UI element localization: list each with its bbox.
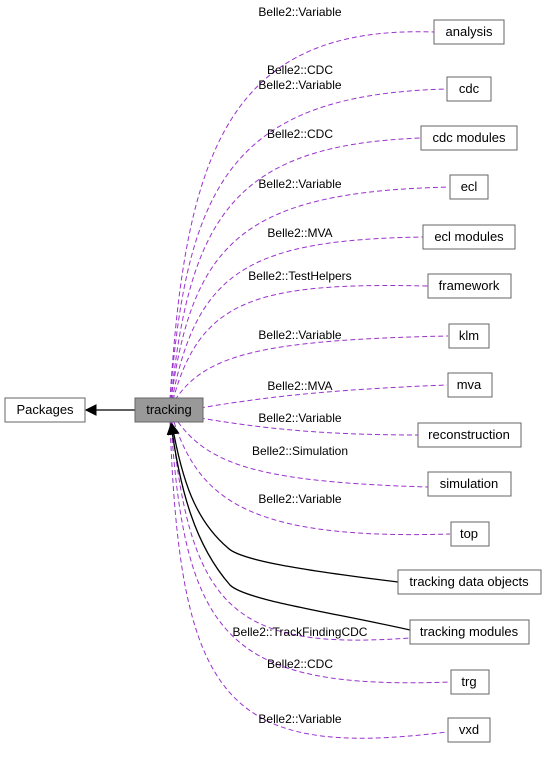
label-cdc-1: Belle2::CDC xyxy=(267,63,333,77)
label-tracking-modules: Belle2::TrackFindingCDC xyxy=(233,625,368,639)
edge-tracking-data-objects xyxy=(168,422,399,583)
node-tracking-label: tracking xyxy=(146,402,192,417)
node-tracking[interactable]: tracking xyxy=(134,397,204,423)
edge-klm xyxy=(174,335,449,401)
node-tracking-data-objects[interactable]: tracking data objects xyxy=(397,569,542,595)
node-analysis[interactable]: analysis xyxy=(433,19,505,45)
structure-edges xyxy=(84,404,411,631)
node-top-label: top xyxy=(460,526,478,541)
edge-trg xyxy=(170,421,452,684)
edge-labels: Belle2::Variable Belle2::CDC Belle2::Var… xyxy=(233,5,368,726)
label-ecl: Belle2::Variable xyxy=(258,177,341,191)
edge-vxd xyxy=(169,421,448,739)
node-vxd[interactable]: vxd xyxy=(447,717,491,743)
label-reconstruction: Belle2::Variable xyxy=(258,411,341,425)
node-packages[interactable]: Packages xyxy=(4,397,86,423)
label-top: Belle2::Variable xyxy=(258,492,341,506)
node-cdc[interactable]: cdc xyxy=(446,76,492,102)
node-top[interactable]: top xyxy=(450,521,490,547)
node-ecl-label: ecl xyxy=(461,179,478,194)
node-tracking-modules-label: tracking modules xyxy=(420,624,519,639)
edge-cdc xyxy=(169,88,447,401)
edge-reconstruction xyxy=(199,417,419,436)
edge-tracking-modules-dep xyxy=(171,421,411,641)
label-trg: Belle2::CDC xyxy=(267,657,333,671)
node-simulation[interactable]: simulation xyxy=(427,471,512,497)
label-cdc-2: Belle2::Variable xyxy=(258,78,341,92)
label-vxd: Belle2::Variable xyxy=(258,712,341,726)
label-analysis: Belle2::Variable xyxy=(258,5,341,19)
node-mva[interactable]: mva xyxy=(447,372,493,398)
node-packages-label: Packages xyxy=(16,402,74,417)
label-simulation: Belle2::Simulation xyxy=(252,444,348,458)
label-ecl-modules: Belle2::MVA xyxy=(267,226,332,240)
label-klm: Belle2::Variable xyxy=(258,328,341,342)
node-trg-label: trg xyxy=(461,674,476,689)
label-framework: Belle2::TestHelpers xyxy=(248,269,351,283)
node-mva-label: mva xyxy=(457,377,482,392)
edge-cdc-modules xyxy=(170,137,422,401)
edge-analysis xyxy=(169,31,435,401)
dependency-edges xyxy=(169,31,452,739)
node-trg[interactable]: trg xyxy=(450,669,490,695)
node-klm[interactable]: klm xyxy=(448,323,490,349)
node-tracking-data-objects-label: tracking data objects xyxy=(409,574,529,589)
node-cdc-modules[interactable]: cdc modules xyxy=(420,125,518,151)
node-cdc-label: cdc xyxy=(459,81,480,96)
node-ecl-modules-label: ecl modules xyxy=(434,229,504,244)
edge-top xyxy=(173,421,451,536)
node-reconstruction[interactable]: reconstruction xyxy=(417,422,522,448)
label-cdc-modules: Belle2::CDC xyxy=(267,127,333,141)
node-analysis-label: analysis xyxy=(446,24,493,39)
label-mva: Belle2::MVA xyxy=(267,379,332,393)
node-cdc-modules-label: cdc modules xyxy=(433,130,506,145)
node-klm-label: klm xyxy=(459,328,479,343)
edge-ecl xyxy=(170,186,450,401)
node-vxd-label: vxd xyxy=(459,722,479,737)
edge-ecl-modules xyxy=(171,236,424,401)
edge-mva xyxy=(199,384,448,409)
node-framework-label: framework xyxy=(439,278,500,293)
node-framework[interactable]: framework xyxy=(427,273,512,299)
node-ecl-modules[interactable]: ecl modules xyxy=(422,224,516,250)
edge-tracking-modules xyxy=(166,422,411,631)
node-reconstruction-label: reconstruction xyxy=(428,427,510,442)
node-tracking-modules[interactable]: tracking modules xyxy=(409,619,530,645)
node-ecl[interactable]: ecl xyxy=(449,174,489,200)
edge-simulation xyxy=(177,421,429,488)
node-simulation-label: simulation xyxy=(440,476,499,491)
